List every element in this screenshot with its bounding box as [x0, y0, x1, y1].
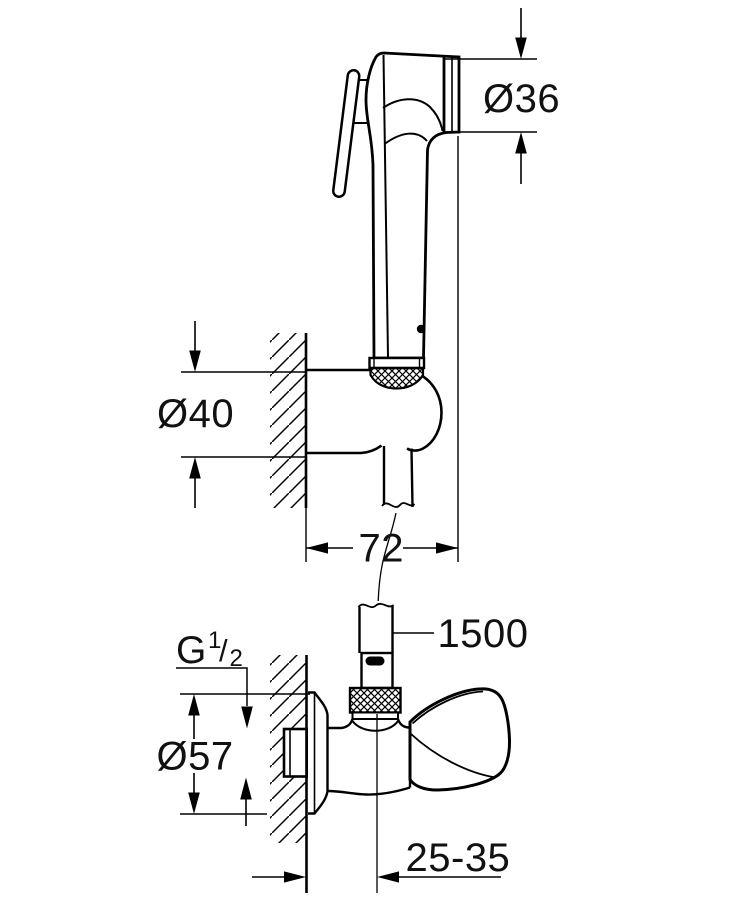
head-contour-lower	[383, 132, 428, 145]
arrow-up-icon	[188, 694, 200, 716]
upper-wall-hatch	[270, 333, 306, 508]
hose-break-lower	[357, 602, 395, 608]
arrow-down-icon	[189, 350, 201, 372]
label-shower-head-diameter: Ø36	[483, 77, 560, 121]
arrow-down-icon	[188, 792, 200, 814]
angle-valve	[308, 686, 512, 893]
dim-escutcheon-diameter: Ø57	[157, 693, 310, 815]
handle-seam-line	[382, 54, 389, 358]
arrow-up-icon	[189, 457, 201, 479]
valve-handle	[408, 687, 512, 792]
valve-body-bottom	[327, 786, 411, 796]
arrow-right-icon	[284, 871, 306, 883]
arrow-down-icon	[241, 706, 253, 729]
thread-denominator: 2	[230, 645, 243, 672]
thread-letter: G	[176, 629, 206, 672]
hand-shower	[332, 51, 461, 390]
arrow-right-icon	[436, 542, 458, 554]
arrow-up-icon	[515, 132, 527, 154]
hose-break-upper	[381, 502, 416, 508]
wall-holder	[306, 368, 443, 455]
dim-valve-thread: G 1 / 2	[176, 627, 253, 826]
thread-slash: /	[219, 633, 228, 668]
holder-front-bulge	[406, 374, 443, 452]
dim-holder-diameter: Ø40	[157, 321, 306, 508]
handle-cone-line	[410, 733, 496, 779]
arrow-up-icon	[240, 777, 252, 800]
shower-body-outline	[364, 51, 461, 360]
arrow-left-icon	[377, 871, 399, 883]
valve-body-top-left	[327, 718, 354, 730]
handle-collar	[368, 356, 426, 370]
brand-mark	[365, 656, 385, 666]
thread-numerator: 1	[208, 627, 221, 654]
leader-line	[176, 667, 248, 706]
dim-installation-range: 25-35	[252, 836, 510, 883]
arrow-left-icon	[306, 542, 328, 554]
escutcheon-outline	[308, 691, 329, 815]
label-valve-thread: G 1 / 2	[176, 627, 243, 672]
valve-body-saddle	[351, 720, 399, 732]
label-hose-length: 1500	[438, 612, 529, 656]
hose-continuation-line	[377, 512, 397, 602]
dim-wall-clearance: 72	[306, 136, 459, 571]
dim-shower-head-diameter: Ø36	[443, 8, 560, 184]
label-escutcheon-diameter: Ø57	[157, 735, 234, 779]
handle-top-inner-line	[411, 690, 484, 725]
label-holder-diameter: Ø40	[157, 392, 234, 436]
label-wall-clearance: 72	[359, 527, 405, 571]
head-contour-upper	[382, 98, 444, 132]
holder-bottom-curve	[360, 444, 383, 455]
trigger-lever	[332, 69, 369, 198]
shower-hose	[357, 446, 416, 690]
escutcheon-fill	[308, 692, 328, 814]
valve-outlet-washer	[351, 711, 399, 720]
valve-outlet-nut	[348, 686, 402, 714]
label-installation-range: 25-35	[406, 836, 511, 880]
valve-body-top-right	[396, 718, 410, 729]
upper-wall	[270, 333, 308, 562]
arrow-down-icon	[515, 37, 527, 59]
shower-hose-nut	[369, 366, 425, 390]
hose-upper-right-edge	[410, 448, 414, 508]
mode-button	[416, 324, 426, 334]
dim-hose-length: 1500	[393, 612, 528, 656]
valve-inlet-pipe	[282, 727, 310, 778]
lower-wall	[270, 655, 310, 893]
